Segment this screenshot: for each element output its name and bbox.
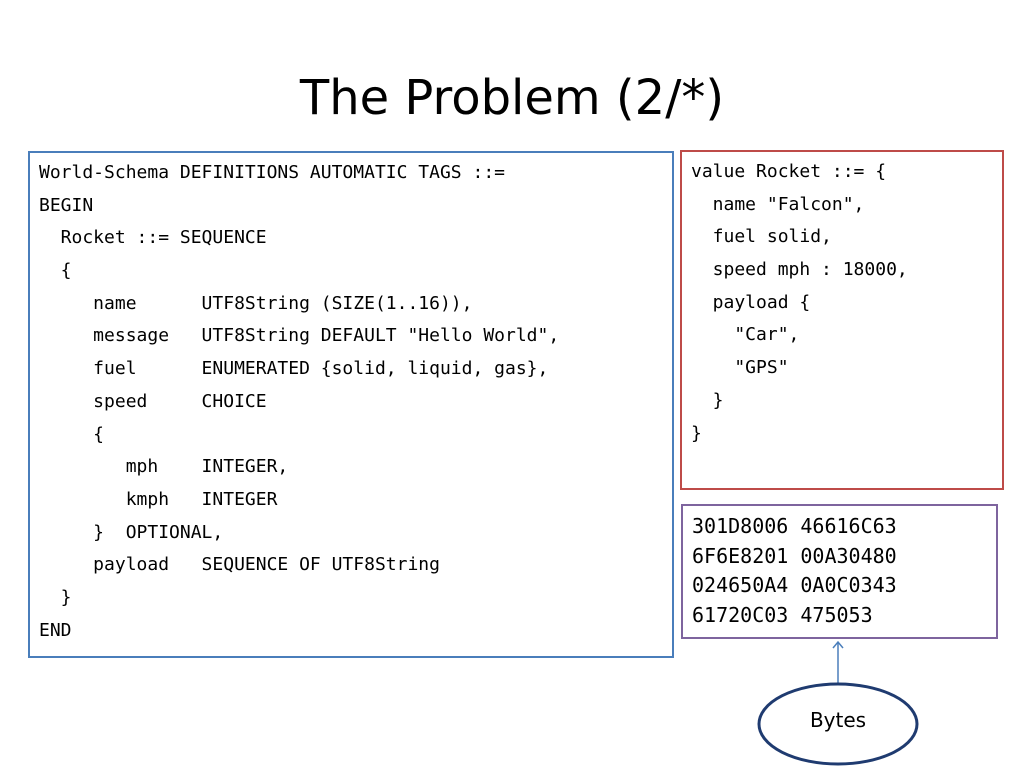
code-line: speed CHOICE	[39, 390, 267, 412]
schema-code-box: World-Schema DEFINITIONS AUTOMATIC TAGS …	[28, 151, 674, 658]
code-line: fuel ENUMERATED {solid, liquid, gas},	[39, 358, 549, 380]
code-line: {	[39, 260, 72, 282]
code-line: payload {	[691, 291, 811, 313]
code-line: }	[39, 586, 72, 608]
bytes-line: 024650A4 0A0C0343	[692, 573, 897, 597]
code-line: message UTF8String DEFAULT "Hello World"…	[39, 325, 560, 347]
code-line: END	[39, 619, 72, 641]
code-line: "GPS"	[691, 357, 789, 379]
code-line: }	[691, 389, 724, 411]
bytes-line: 301D8006 46616C63	[692, 514, 897, 538]
code-line: {	[39, 423, 105, 445]
code-line: kmph INTEGER	[39, 488, 278, 510]
code-line: BEGIN	[39, 194, 94, 216]
code-line: World-Schema DEFINITIONS AUTOMATIC TAGS …	[39, 162, 505, 183]
bytes-line: 6F6E8201 00A30480	[692, 543, 897, 568]
code-line: } OPTIONAL,	[39, 521, 224, 543]
code-line: Rocket ::= SEQUENCE	[39, 227, 267, 249]
code-line: "Car",	[691, 324, 800, 346]
code-line: fuel solid,	[691, 226, 832, 248]
code-line: payload SEQUENCE OF UTF8String	[39, 554, 440, 576]
code-line: name UTF8String (SIZE(1..16)),	[39, 292, 473, 314]
code-line: name "Falcon",	[691, 193, 865, 215]
value-code-box: value Rocket ::= { name "Falcon", fuel s…	[680, 150, 1004, 490]
slide-title: The Problem (2/*)	[299, 70, 725, 126]
code-line: speed mph : 18000,	[691, 259, 908, 281]
code-line: value Rocket ::= {	[691, 161, 887, 182]
bytes-line: 61720C03 475053	[692, 602, 873, 627]
bytes-box: 301D8006 46616C63 6F6E8201 00A30480 0246…	[681, 504, 998, 639]
bytes-callout-label: Bytes	[809, 708, 867, 732]
code-line: }	[691, 422, 702, 444]
code-line: mph INTEGER,	[39, 456, 289, 478]
